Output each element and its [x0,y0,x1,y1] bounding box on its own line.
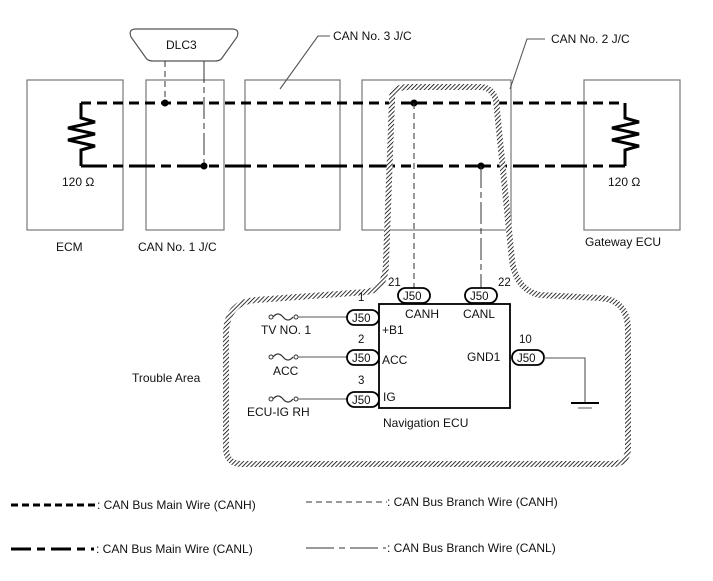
fuse-tv-no1-terminal-a [268,314,274,320]
navigation-ecu-label: Navigation ECU [383,416,468,430]
ecm-terminating-resistor [67,103,96,166]
fuse-acc-terminal-b [293,354,299,360]
pin-22-connector-label: J50 [470,291,489,303]
gateway-ecu-label: Gateway ECU [585,235,661,249]
can-jc3-label: CAN No. 3 J/C [333,29,412,43]
pin-2-connector [346,349,380,366]
can-jc3-box [244,79,341,231]
fuse-tv-no1-terminal-b [293,314,299,320]
pin-22-connector [464,287,498,304]
gateway-terminating-resistor [611,103,640,166]
pin-3-connector [346,391,380,408]
pin-1-number: 1 [358,292,364,304]
legend-branch-canh-label: : CAN Bus Branch Wire (CANH) [387,495,558,509]
trouble-area-outline [223,84,631,467]
dlc3-canh-junction [161,99,169,107]
legend: : CAN Bus Main Wire (CANH) : CAN Bus Bra… [11,495,558,556]
can-jc1-label: CAN No. 1 J/C [138,240,217,254]
legend-main-canl-label: : CAN Bus Main Wire (CANL) [96,542,253,556]
fuse-tv-no1-icon [272,313,294,321]
legend-main-canh-label: : CAN Bus Main Wire (CANH) [97,498,256,512]
pin-22-name: CANL [463,307,495,321]
pin-2-number: 2 [358,334,364,346]
dlc3-connector [129,28,239,62]
fuse-acc-label: ACC [273,364,299,378]
pin-21-connector-label: J50 [403,291,422,303]
fuse-acc-icon [272,353,294,361]
pin-1-connector-label: J50 [352,313,371,325]
pin-10-number: 10 [519,334,532,346]
pin-22-number: 22 [498,277,511,289]
pin-2-connector-label: J50 [352,353,371,365]
fuse-ecu-ig-rh-label: ECU-IG RH [247,405,310,419]
gateway-resistor-value: 120 Ω [608,175,640,189]
fuse-ecu-ig-rh-icon [272,395,294,403]
dlc3-label: DLC3 [166,38,197,52]
pin-10-connector-label: J50 [517,353,536,365]
can-jc2-callout-line [509,38,545,90]
ecm-box [26,79,124,231]
ecm-resistor-value: 120 Ω [62,175,94,189]
fuse-acc-terminal-a [268,354,274,360]
pin-1-name: +B1 [382,323,404,337]
can-jc2-label: CAN No. 2 J/C [551,32,630,46]
fuse-ecu-ig-rh-terminal-a [268,396,274,402]
pin-21-number: 21 [388,277,401,289]
pin-10-name: GND1 [467,350,501,364]
gateway-ecu-box [583,79,681,231]
fuse-tv-no1-label: TV NO. 1 [261,323,311,337]
pin-3-connector-label: J50 [352,395,371,407]
fuse-ecu-ig-rh-terminal-b [293,396,299,402]
pin-3-name: IG [383,390,396,404]
dlc3-canl-junction [200,162,208,170]
pin-1-connector [346,309,380,326]
legend-branch-canl-label: : CAN Bus Branch Wire (CANL) [387,541,556,555]
can-jc1-box [145,79,225,231]
ecm-label: ECM [56,240,83,254]
pin-3-number: 3 [358,375,364,387]
ground-wire [544,357,586,403]
can-jc3-callout-line [279,35,330,90]
pin-21-connector [397,287,431,304]
pin-21-name: CANH [405,307,439,321]
pin-2-name: ACC [382,353,408,367]
trouble-area-label: Trouble Area [132,371,201,385]
navigation-ecu-box [378,303,511,409]
